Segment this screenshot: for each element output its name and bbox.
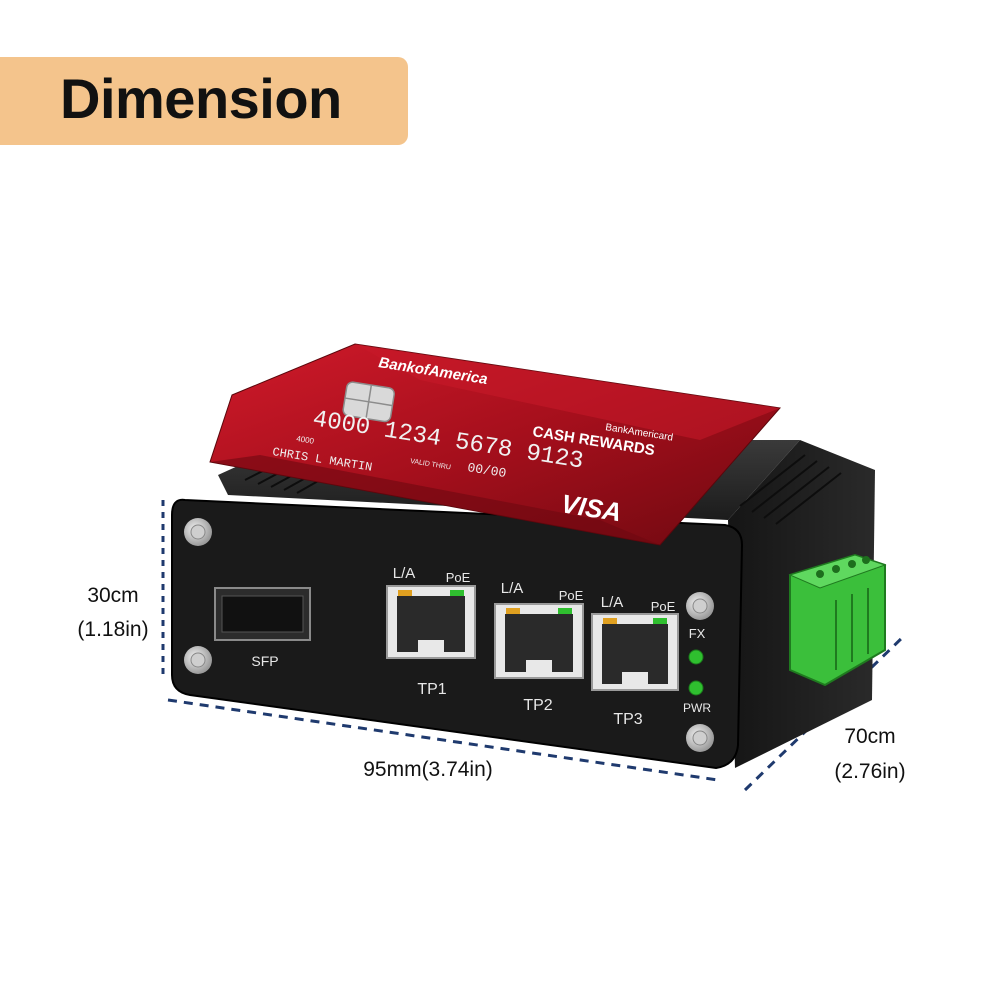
tp2-poe-label: PoE [559,588,584,603]
card-chip [342,381,395,423]
depth-metric-label: 70cm [844,725,896,748]
port-tp1 [386,585,476,659]
sfp-label: SFP [251,653,278,669]
depth-imperial-label: (2.76in) [834,760,906,783]
title-banner [0,57,408,145]
height-metric-label: 30cm [87,584,139,607]
tp1-poe-label: PoE [446,570,471,585]
terminal-block [788,553,887,687]
pwr-led [688,680,704,696]
tp2-label: TP2 [523,697,552,714]
port-tp2 [494,603,584,679]
height-imperial-label: (1.18in) [77,618,149,641]
title-text: Dimension [60,67,342,130]
tp1-label: TP1 [417,681,446,698]
card-number-small: 4000 [296,434,316,446]
tp3-poe-label: PoE [651,599,676,614]
fx-led [688,649,704,665]
tp1-la-label: L/A [393,565,416,582]
pwr-label: PWR [683,701,711,715]
credit-card: BankofAmerica BankAmericard CASH REWARDS… [209,343,781,546]
width-label: 95mm(3.74in) [363,758,493,781]
tp2-la-label: L/A [501,580,524,597]
width-dimension-line [167,698,719,782]
depth-dimension-line [743,633,907,792]
fx-label: FX [689,626,706,641]
card-expiry: 00/00 [466,460,507,481]
port-tp3 [591,613,679,691]
tp3-la-label: L/A [601,594,624,611]
tp3-label: TP3 [613,711,642,728]
